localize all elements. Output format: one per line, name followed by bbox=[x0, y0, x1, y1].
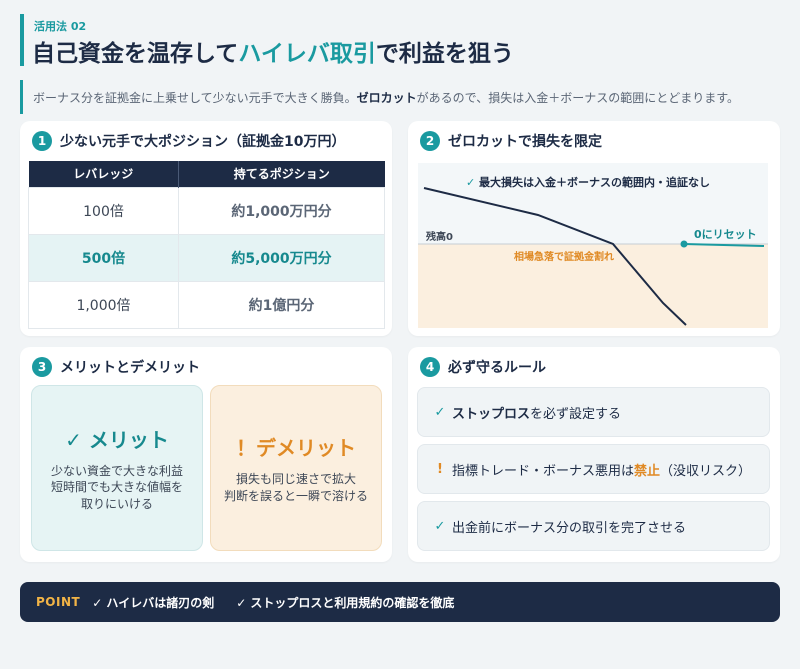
ban-text: 禁止 bbox=[634, 463, 661, 479]
step-number: 3 bbox=[32, 357, 52, 377]
title-highlight: ハイレバ取引 bbox=[238, 41, 376, 67]
card-title-text: 少ない元手で大ポジション（証拠金10万円） bbox=[60, 134, 346, 150]
accent-bar bbox=[20, 14, 24, 66]
table-row-highlighted: 500倍 約5,000万円分 bbox=[28, 233, 385, 282]
page-title: 自己資金を温存してハイレバ取引で利益を狙う bbox=[32, 34, 514, 68]
card-zero-cut: 2 ゼロカットで損失を限定 ✓ 最大損失は入金＋ボーナスの範囲内・追証なし 残高0… bbox=[408, 121, 780, 336]
demerit-line: 損失も同じ速さで拡大 bbox=[235, 471, 356, 486]
merit-box: ✓ メリット 少ない資金で大きな利益 短時間でも大きな値幅を 取りにいける bbox=[31, 385, 203, 551]
point-label: POINT bbox=[36, 595, 81, 609]
step-number: 2 bbox=[420, 131, 440, 151]
lead-post: があるので、損失は入金＋ボーナスの範囲にとどまります。 bbox=[416, 90, 739, 105]
column-header-position: 持てるポジション bbox=[178, 161, 385, 187]
card-title-text: 必ず守るルール bbox=[448, 360, 546, 376]
demerit-line: 判断を誤ると一瞬で溶ける bbox=[223, 488, 368, 503]
lead-bold: ゼロカット bbox=[356, 90, 417, 105]
reset-point bbox=[680, 240, 688, 248]
table-header-row: レバレッジ 持てるポジション bbox=[28, 161, 385, 187]
rule-bold: ストップロス bbox=[452, 406, 531, 422]
loss-limit-text: 最大損失は入金＋ボーナスの範囲内・追証なし bbox=[479, 175, 710, 189]
card-title: 2 ゼロカットで損失を限定 bbox=[420, 131, 602, 151]
card-title-text: メリットとデメリット bbox=[60, 360, 200, 376]
title-pre: 自己資金を温存して bbox=[32, 41, 239, 67]
card-title: 4 必ず守るルール bbox=[420, 357, 546, 377]
baseline-label: 残高0 bbox=[426, 230, 453, 243]
point-bar: POINT ✓ ハイレバは諸刃の剣 ✓ ストップロスと利用規約の確認を徹底 bbox=[20, 582, 780, 622]
warning-icon: ！ bbox=[236, 435, 256, 460]
rule-item-withdrawal: ✓ 出金前にボーナス分の取引を完了させる bbox=[417, 501, 770, 551]
leverage-cell: 1,000倍 bbox=[28, 280, 179, 329]
reset-line bbox=[683, 243, 765, 247]
rule-item-stop-loss: ✓ ストップロスを必ず設定する bbox=[417, 387, 770, 437]
lead-text: ボーナス分を証拠金に上乗せして少ない元手で大きく勝負。ゼロカットがあるので、損失… bbox=[20, 80, 780, 114]
zero-cut-diagram: ✓ 最大損失は入金＋ボーナスの範囲内・追証なし 残高0 相場急落で証拠金割れ 0… bbox=[418, 163, 768, 328]
rule-text: を必ず設定する bbox=[530, 406, 622, 422]
table-row: 1,000倍 約1億円分 bbox=[28, 280, 385, 329]
crash-label: 相場急落で証拠金割れ bbox=[514, 250, 614, 263]
balance-line bbox=[423, 187, 687, 326]
card-title: 3 メリットとデメリット bbox=[32, 357, 200, 377]
merit-label: メリット bbox=[88, 427, 169, 452]
position-cell: 約5,000万円分 bbox=[178, 233, 385, 282]
column-header-leverage: レバレッジ bbox=[28, 161, 179, 187]
check-icon: ✓ bbox=[65, 427, 82, 452]
merit-line: 少ない資金で大きな利益 bbox=[50, 463, 183, 478]
leverage-cell: 100倍 bbox=[28, 186, 179, 235]
point-item: ✓ ハイレバは諸刃の剣 bbox=[92, 595, 215, 610]
loss-limit-callout: ✓ 最大損失は入金＋ボーナスの範囲内・追証なし bbox=[466, 175, 710, 189]
merit-line: 短時間でも大きな値幅を bbox=[50, 480, 183, 495]
card-rules: 4 必ず守るルール ✓ ストップロスを必ず設定する ! 指標トレード・ボーナス悪用は禁… bbox=[408, 347, 780, 562]
leverage-table: レバレッジ 持てるポジション 100倍 約1,000万円分 500倍 約5,00… bbox=[28, 161, 385, 329]
check-icon: ✓ bbox=[434, 518, 446, 534]
rule-text: 指標トレード・ボーナス悪用は bbox=[452, 463, 635, 479]
step-number: 4 bbox=[420, 357, 440, 377]
check-icon: ✓ bbox=[466, 176, 479, 189]
card-merit-demerit: 3 メリットとデメリット ✓ メリット 少ない資金で大きな利益 短時間でも大きな値… bbox=[20, 347, 392, 562]
demerit-label: デメリット bbox=[256, 435, 356, 460]
card-title: 1 少ない元手で大ポジション（証拠金10万円） bbox=[32, 131, 345, 151]
title-post: で利益を狙う bbox=[375, 41, 514, 67]
step-number: 1 bbox=[32, 131, 52, 151]
lead-pre: ボーナス分を証拠金に上乗せして少ない元手で大きく勝負。 bbox=[33, 90, 357, 105]
table-row: 100倍 約1,000万円分 bbox=[28, 186, 385, 235]
merit-description: 少ない資金で大きな利益 短時間でも大きな値幅を 取りにいける bbox=[51, 463, 183, 513]
merit-line: 取りにいける bbox=[80, 496, 153, 511]
loss-zone bbox=[418, 244, 768, 328]
check-icon: ✓ bbox=[434, 404, 446, 420]
demerit-heading: ！デメリット bbox=[236, 432, 356, 461]
card-leverage-table: 1 少ない元手で大ポジション（証拠金10万円） レバレッジ 持てるポジション 10… bbox=[20, 121, 392, 336]
demerit-box: ！デメリット 損失も同じ速さで拡大 判断を誤ると一瞬で溶ける bbox=[210, 385, 382, 551]
rule-text: （没収リスク） bbox=[660, 463, 752, 479]
leverage-cell: 500倍 bbox=[28, 233, 179, 282]
position-cell: 約1,000万円分 bbox=[178, 186, 385, 235]
point-item: ✓ ストップロスと利用規約の確認を徹底 bbox=[236, 595, 455, 610]
rule-text: 出金前にボーナス分の取引を完了させる bbox=[452, 520, 687, 536]
merit-heading: ✓ メリット bbox=[65, 424, 169, 453]
demerit-description: 損失も同じ速さで拡大 判断を誤ると一瞬で溶ける bbox=[224, 471, 368, 504]
section-tag: 活用法 02 bbox=[34, 20, 87, 33]
rule-item-prohibited: ! 指標トレード・ボーナス悪用は禁止（没収リスク） bbox=[417, 444, 770, 494]
position-cell: 約1億円分 bbox=[178, 280, 385, 329]
card-title-text: ゼロカットで損失を限定 bbox=[448, 134, 602, 150]
reset-label: 0にリセット bbox=[694, 228, 757, 241]
warning-icon: ! bbox=[437, 461, 443, 477]
